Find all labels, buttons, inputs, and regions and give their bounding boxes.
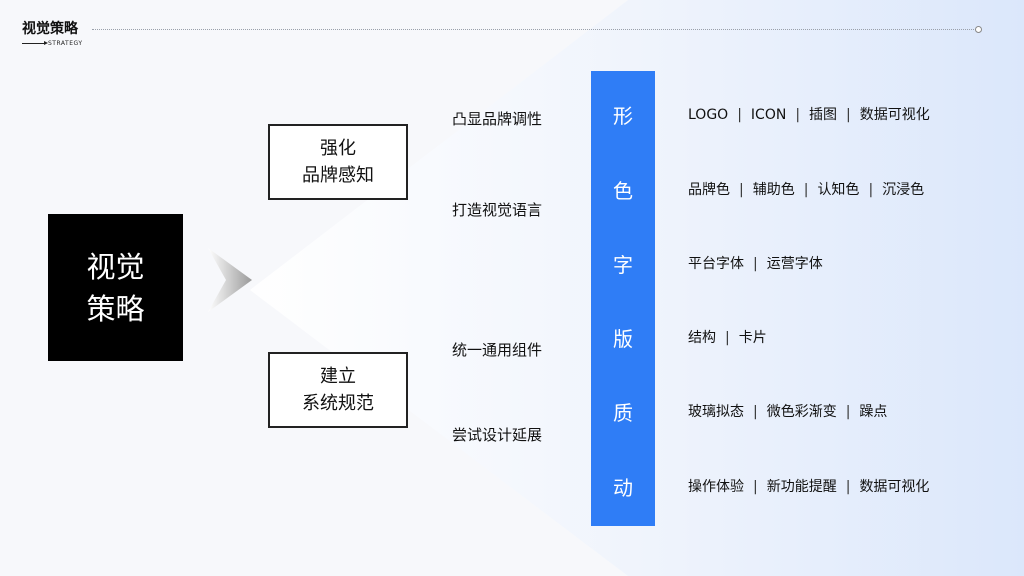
- dimension-bar: [591, 71, 655, 526]
- detail-item: 卡片: [738, 330, 767, 346]
- separator: |: [803, 182, 809, 198]
- header-subtitle: STRATEGY: [48, 40, 83, 47]
- separator: |: [737, 107, 742, 123]
- separator: |: [846, 107, 851, 123]
- separator: |: [868, 182, 874, 198]
- sub-item-label: 凸显品牌调性: [452, 110, 543, 128]
- bar-char-type: 字: [613, 253, 633, 277]
- header-dot-icon: [975, 26, 982, 33]
- separator: |: [845, 404, 851, 420]
- detail-item: 品牌色: [688, 182, 730, 198]
- sub-item-label: 统一通用组件: [452, 341, 543, 359]
- detail-item: 辅助色: [752, 182, 795, 198]
- detail-item: 运营字体: [766, 256, 823, 272]
- bar-char-texture: 质: [613, 401, 633, 425]
- sub-item-label: 尝试设计延展: [452, 426, 543, 444]
- detail-row-motion: 操作体验 | 新功能提醒 | 数据可视化: [688, 476, 929, 496]
- separator: |: [753, 479, 758, 495]
- header-arrow-icon: [22, 41, 48, 45]
- separator: |: [845, 479, 851, 495]
- separator: |: [739, 182, 744, 198]
- bar-char-motion: 动: [613, 476, 633, 500]
- category-box-brand: 强化 品牌感知: [268, 124, 408, 200]
- chevron-right-icon: [208, 248, 252, 312]
- detail-item: 微色彩渐变: [766, 404, 837, 420]
- detail-item: 新功能提醒: [766, 479, 837, 495]
- detail-row-texture: 玻璃拟态 | 微色彩渐变 | 躁点: [688, 401, 887, 421]
- detail-item: 操作体验: [688, 479, 744, 495]
- detail-row-layout: 结构 | 卡片: [688, 327, 767, 347]
- separator: |: [753, 404, 758, 420]
- detail-item: 结构: [688, 330, 716, 346]
- main-topic-box: 视觉 策略: [48, 214, 183, 361]
- separator: |: [753, 256, 758, 272]
- detail-item: 认知色: [817, 182, 860, 198]
- detail-item: 躁点: [859, 404, 888, 420]
- category-box-system: 建立 系统规范: [268, 352, 408, 428]
- detail-item: ICON: [750, 107, 787, 123]
- header-divider: [92, 29, 976, 30]
- detail-item: 数据可视化: [859, 479, 930, 495]
- detail-item: LOGO: [688, 107, 729, 123]
- header-title: 视觉策略: [22, 21, 78, 37]
- detail-item: 平台字体: [688, 256, 744, 272]
- sub-item-label: 打造视觉语言: [452, 201, 543, 219]
- detail-row-type: 平台字体 | 运营字体: [688, 253, 823, 273]
- detail-row-color: 品牌色 | 辅助色 | 认知色 | 沉浸色: [688, 179, 924, 199]
- separator: |: [725, 330, 730, 346]
- detail-item: 插图: [809, 107, 838, 123]
- detail-item: 沉浸色: [882, 182, 925, 198]
- detail-item: 玻璃拟态: [688, 404, 744, 420]
- separator: |: [795, 107, 801, 123]
- bar-char-color: 色: [613, 179, 633, 203]
- detail-item: 数据可视化: [859, 107, 930, 123]
- detail-row-shape: LOGO | ICON | 插图 | 数据可视化: [688, 104, 930, 124]
- bar-char-layout: 版: [613, 327, 633, 351]
- bar-char-shape: 形: [613, 104, 633, 128]
